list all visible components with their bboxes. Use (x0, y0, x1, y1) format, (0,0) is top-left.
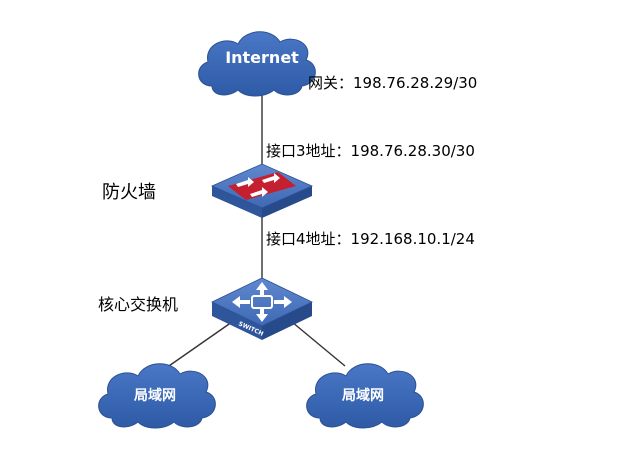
internet-cloud: Internet (198, 31, 316, 97)
links (165, 88, 346, 369)
firewall-band (228, 172, 296, 200)
port3-label: 接口3地址：198.76.28.30/30 (266, 142, 475, 160)
core-switch-device: SWITCH (211, 277, 313, 340)
lan-left-cloud: 局域网 (98, 363, 216, 429)
lan-right-label: 局域网 (342, 387, 384, 404)
link-switch-lan-left (165, 321, 233, 369)
switch-arrows-icon (232, 282, 292, 322)
firewall-device (211, 163, 313, 218)
firewall-name: 防火墙 (102, 182, 156, 203)
cloud-icon (306, 363, 424, 429)
firewall-arrows-icon (236, 173, 280, 197)
lan-left-label: 局域网 (134, 387, 176, 404)
cloud-icon (198, 31, 316, 97)
internet-label: Internet (225, 48, 299, 67)
switch-top (211, 277, 313, 327)
gateway-label: 网关：198.76.28.29/30 (308, 74, 477, 92)
core-switch-name: 核心交换机 (98, 295, 178, 314)
link-switch-lan-right (291, 321, 346, 367)
cloud-icon (98, 363, 216, 429)
lan-right-cloud: 局域网 (306, 363, 424, 429)
port4-label: 接口4地址：192.168.10.1/24 (266, 230, 475, 248)
